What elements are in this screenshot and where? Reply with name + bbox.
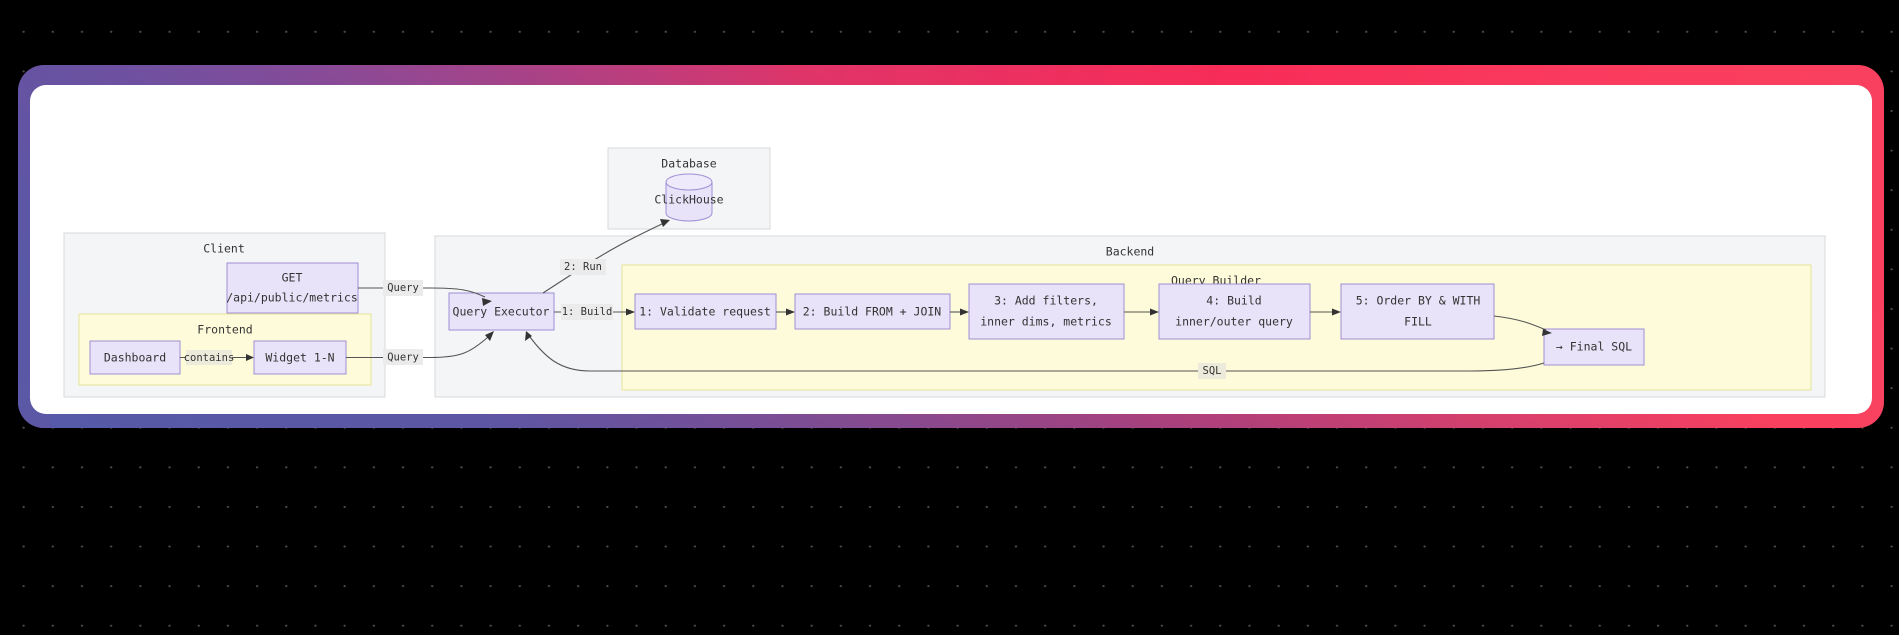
node-get-endpoint-line2: /api/public/metrics — [226, 291, 358, 305]
edge-dashboard-to-widget-label-bg — [186, 350, 232, 365]
edge-dashboard-to-widget: contains — [180, 350, 254, 365]
node-get-endpoint-line1: GET — [282, 271, 303, 285]
edge-widget-to-executor-line — [346, 336, 489, 359]
node-step3-line2: inner dims, metrics — [980, 315, 1112, 329]
edge-executor-to-clickhouse-arrowhead — [660, 219, 670, 227]
node-step4[interactable]: 4: Build inner/outer query — [1158, 283, 1311, 340]
edge-final-sql-to-executor-label-bg — [1198, 363, 1226, 379]
node-dashboard[interactable]: Dashboard — [89, 340, 181, 375]
node-final-sql-label: → Final SQL — [1556, 340, 1632, 354]
node-final-sql[interactable]: → Final SQL — [1543, 328, 1645, 366]
node-step5-line1: 5: Order BY & WITH — [1356, 294, 1481, 308]
edge-step1-to-step2 — [776, 308, 795, 316]
edge-step3-to-step4 — [1124, 308, 1159, 316]
cluster-client-label: Client — [203, 242, 245, 256]
edge-step3-to-step4-arrowhead — [1150, 308, 1159, 316]
node-step1-label: 1: Validate request — [639, 305, 771, 319]
node-query-executor-label: Query Executor — [453, 305, 550, 319]
node-step3-box — [968, 283, 1125, 340]
edge-step2-to-step3 — [950, 308, 969, 316]
edge-final-sql-to-executor-label: SQL — [1203, 365, 1222, 377]
edge-widget-to-executor: Query — [346, 331, 494, 365]
edge-final-sql-to-executor-line — [529, 336, 1545, 372]
edge-get-to-executor: Query — [358, 280, 492, 306]
edge-get-to-executor-line — [358, 287, 486, 298]
clickhouse-cylinder-body — [665, 181, 713, 222]
edge-executor-to-clickhouse-label: 2: Run — [564, 261, 602, 273]
node-widget-label: Widget 1-N — [265, 351, 334, 365]
edge-step5-to-final-sql — [1493, 315, 1552, 336]
node-clickhouse[interactable]: ClickHouse — [654, 173, 724, 222]
edge-get-to-executor-label: Query — [387, 282, 419, 294]
node-clickhouse-label: ClickHouse — [654, 193, 723, 207]
edge-step4-to-step5-arrowhead — [1332, 308, 1341, 316]
node-step2[interactable]: 2: Build FROM + JOIN — [794, 293, 951, 330]
edge-widget-to-executor-label-bg — [383, 349, 423, 365]
node-dashboard-box — [89, 340, 181, 375]
edge-final-sql-to-executor: SQL — [525, 331, 1545, 379]
node-query-executor-box — [448, 292, 555, 331]
node-step3[interactable]: 3: Add filters, inner dims, metrics — [968, 283, 1125, 340]
edge-executor-to-step1: 1: Build — [554, 304, 635, 320]
node-step4-line1: 4: Build — [1206, 294, 1261, 308]
edge-step5-to-final-sql-line — [1493, 315, 1547, 331]
node-dashboard-label: Dashboard — [104, 351, 166, 365]
edge-executor-to-clickhouse-label-bg — [560, 259, 606, 275]
edge-step4-to-step5 — [1310, 308, 1341, 316]
node-widget[interactable]: Widget 1-N — [253, 340, 347, 375]
edge-executor-to-clickhouse: 2: Run — [542, 219, 670, 294]
node-step1-box — [634, 293, 777, 330]
node-step5-line2: FILL — [1404, 315, 1432, 329]
diagram-card-gradient-frame: Database ClickHouse Client GET /api/publ… — [18, 65, 1884, 428]
cluster-backend-label: Backend — [1106, 245, 1154, 259]
edge-executor-to-step1-arrowhead — [626, 308, 635, 316]
edge-dashboard-to-widget-arrowhead — [246, 354, 254, 361]
node-query-executor[interactable]: Query Executor — [448, 292, 555, 331]
cluster-frontend-label: Frontend — [197, 323, 252, 337]
edge-executor-to-step1-label: 1: Build — [562, 306, 613, 318]
node-step2-box — [794, 293, 951, 330]
node-get-endpoint[interactable]: GET /api/public/metrics — [226, 262, 359, 314]
node-step2-label: 2: Build FROM + JOIN — [803, 305, 942, 319]
edge-widget-to-executor-arrowhead — [485, 331, 494, 341]
edge-get-to-executor-arrowhead — [482, 298, 492, 306]
node-step5[interactable]: 5: Order BY & WITH FILL — [1340, 283, 1495, 340]
edge-step2-to-step3-arrowhead — [960, 308, 969, 316]
edge-step5-to-final-sql-arrowhead — [1542, 329, 1552, 336]
edge-executor-to-step1-label-bg — [561, 304, 613, 320]
diagram-card: Database ClickHouse Client GET /api/publ… — [30, 85, 1872, 414]
node-final-sql-box — [1543, 328, 1645, 366]
edge-dashboard-to-widget-label: contains — [184, 352, 235, 364]
cluster-database-label: Database — [661, 157, 716, 171]
node-step3-line1: 3: Add filters, — [994, 294, 1098, 308]
edge-get-to-executor-label-bg — [383, 280, 423, 296]
node-widget-box — [253, 340, 347, 375]
architecture-flow-diagram: Database ClickHouse Client GET /api/publ… — [63, 147, 1826, 398]
clickhouse-cylinder-top — [665, 173, 713, 191]
node-step4-line2: inner/outer query — [1175, 315, 1293, 329]
node-step4-box — [1158, 283, 1311, 340]
edge-widget-to-executor-label: Query — [387, 352, 419, 364]
node-step1[interactable]: 1: Validate request — [634, 293, 777, 330]
node-step5-box — [1340, 283, 1495, 340]
edge-step1-to-step2-arrowhead — [786, 308, 795, 316]
edge-final-sql-to-executor-arrowhead — [525, 331, 532, 341]
